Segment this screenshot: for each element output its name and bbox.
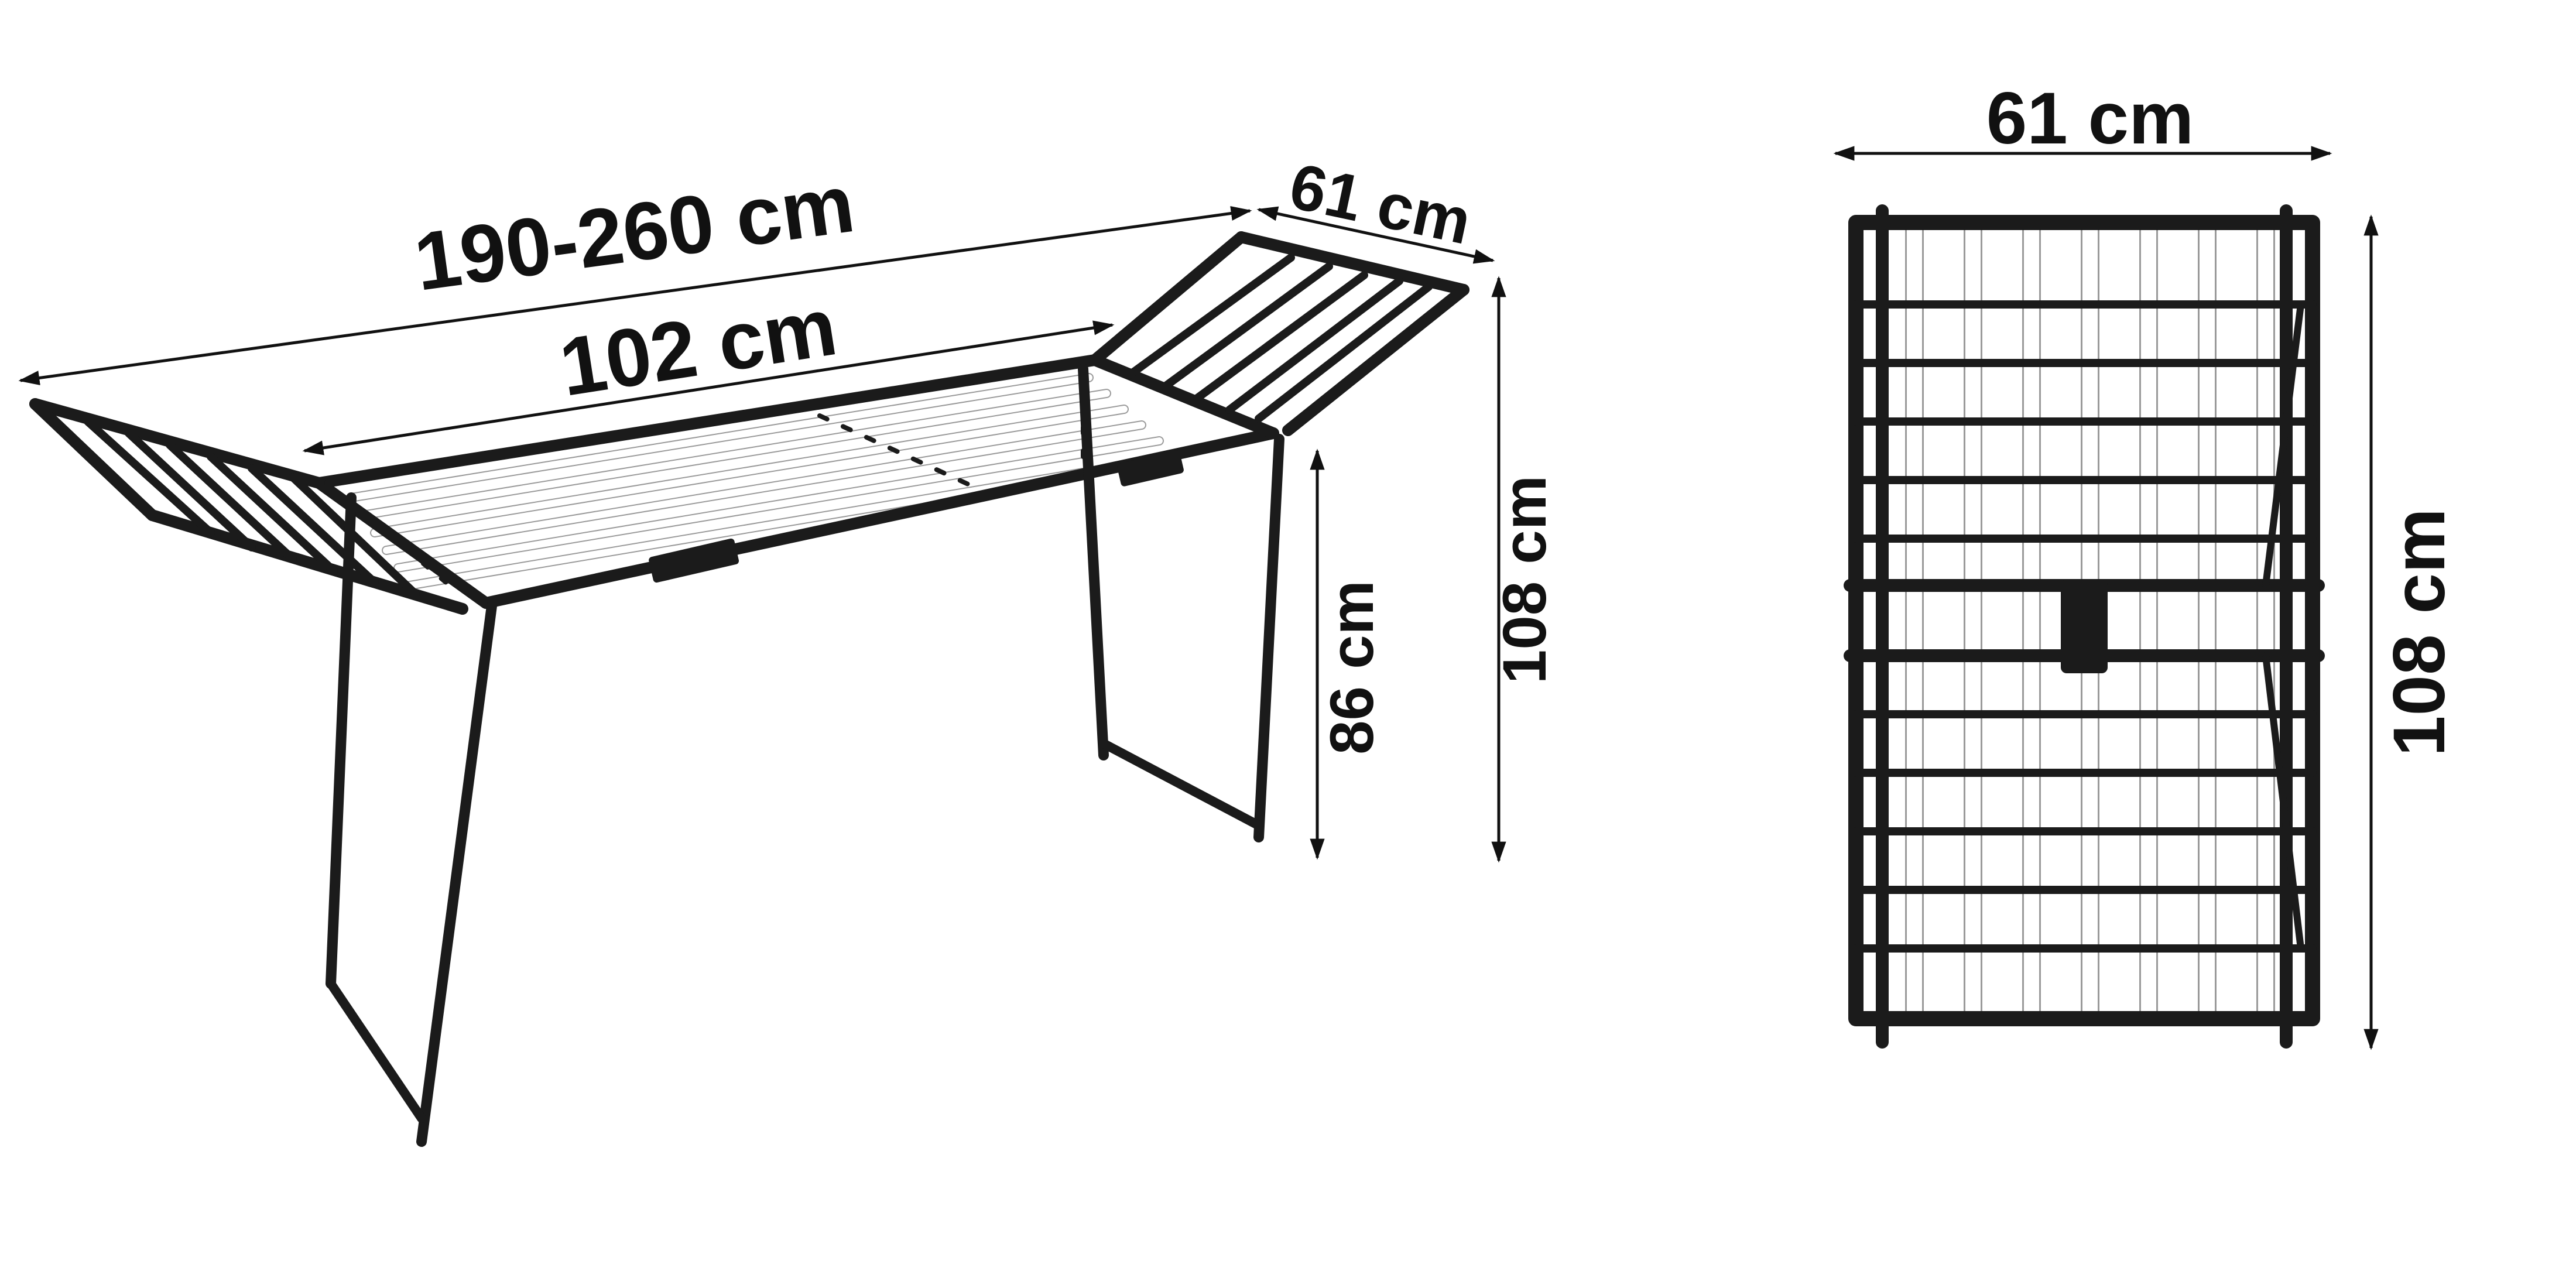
folded-frame (1844, 204, 2325, 1049)
rail-height-label: 86 cm (1318, 580, 1386, 755)
wing-width-arrow (1256, 206, 1495, 264)
wing-width-label: 61 cm (1283, 150, 1477, 258)
right-wing (1089, 231, 1469, 436)
folded-height-label: 108 cm (2379, 508, 2460, 756)
folded-horizontal-bars (1852, 300, 2317, 953)
dimension-lines-folded (1833, 146, 2379, 1050)
folded-dryer-illustration (1844, 204, 2325, 1049)
center-length-arrow (302, 320, 1115, 455)
dimension-lines-open (18, 205, 1506, 863)
left-wing (29, 398, 468, 615)
overall-height-label: 108 cm (1491, 475, 1559, 684)
dimension-labels-folded: 61 cm 108 cm (1986, 78, 2460, 756)
total-length-arrow (18, 205, 1252, 386)
folded-width-label: 61 cm (1986, 78, 2194, 159)
